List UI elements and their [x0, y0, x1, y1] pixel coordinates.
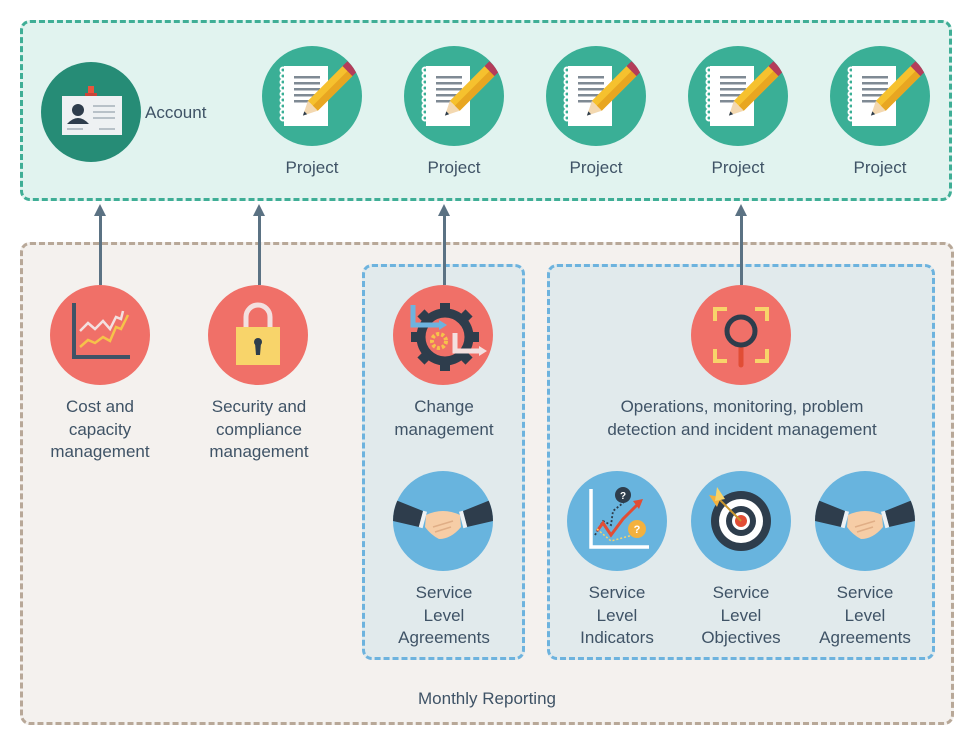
account-label: Account [145, 103, 207, 122]
project-label: Project [711, 158, 765, 177]
sli-label: Service Level Indicators [580, 583, 654, 647]
id-badge-icon [41, 62, 141, 162]
cost-label: Cost and capacity management [50, 397, 150, 461]
handshake-icon [815, 471, 915, 571]
svg-text:?: ? [634, 524, 641, 536]
padlock-icon [208, 285, 308, 385]
handshake-icon [393, 471, 493, 571]
chart-question-icon: ? ? [567, 471, 667, 571]
line-chart-icon [50, 285, 150, 385]
gear-arrows-icon [393, 285, 493, 385]
ops-sla-label: Service Level Agreements [819, 583, 911, 647]
project-label: Project [427, 158, 481, 177]
notepad-pencil-icon [830, 46, 930, 146]
notepad-pencil-icon [262, 46, 362, 146]
security-label: Security and compliance management [209, 397, 309, 461]
project-label: Project [569, 158, 623, 177]
monthly-reporting-label: Monthly Reporting [418, 689, 556, 708]
change-label: Change management [394, 397, 494, 439]
notepad-pencil-icon [688, 46, 788, 146]
magnifier-focus-icon [691, 285, 791, 385]
ops-label: Operations, monitoring, problem detectio… [607, 397, 877, 439]
notepad-pencil-icon [404, 46, 504, 146]
change-sla-label: Service Level Agreements [398, 583, 490, 647]
notepad-pencil-icon [546, 46, 646, 146]
project-label: Project [285, 158, 339, 177]
project-label: Project [853, 158, 907, 177]
target-icon [691, 471, 791, 571]
slo-label: Service Level Objectives [701, 583, 781, 647]
svg-text:?: ? [620, 491, 626, 502]
